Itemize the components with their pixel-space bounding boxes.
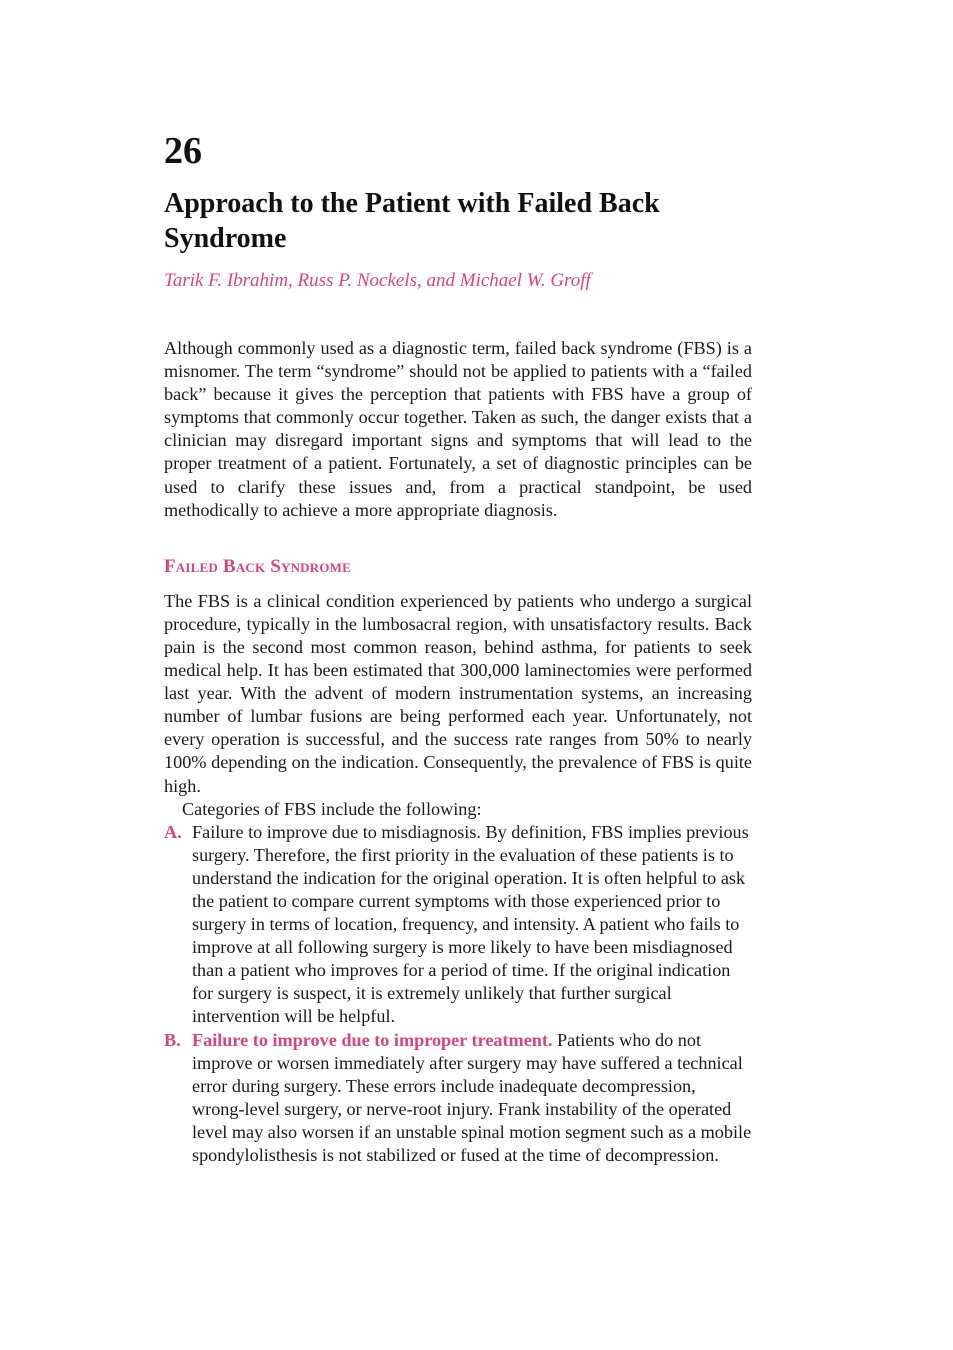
list-item-text: Failure to improve due to misdiagnosis. … <box>192 821 749 1027</box>
list-item: A. Failure to improve due to misdiagnosi… <box>164 821 752 1029</box>
categories-list: A. Failure to improve due to misdiagnosi… <box>164 821 752 1167</box>
list-item-text: Patients who do not improve or worsen im… <box>192 1029 752 1165</box>
section-paragraph: The FBS is a clinical condition experien… <box>164 590 752 796</box>
chapter-authors: Tarik F. Ibrahim, Russ P. Nockels, and M… <box>164 270 591 291</box>
document-page: 26 Approach to the Patient with Failed B… <box>164 128 752 1167</box>
list-marker: B. <box>164 1029 181 1050</box>
section-heading: Failed Back Syndrome <box>164 555 352 577</box>
chapter-number: 26 <box>164 130 202 172</box>
list-marker: A. <box>164 821 182 842</box>
categories-intro: Categories of FBS include the following: <box>182 798 482 819</box>
chapter-title: Approach to the Patient with Failed Back… <box>164 188 660 254</box>
list-item-lead: Failure to improve due to improper treat… <box>192 1029 553 1050</box>
list-item: B. Failure to improve due to improper tr… <box>164 1029 752 1168</box>
intro-paragraph: Although commonly used as a diagnostic t… <box>164 338 752 520</box>
